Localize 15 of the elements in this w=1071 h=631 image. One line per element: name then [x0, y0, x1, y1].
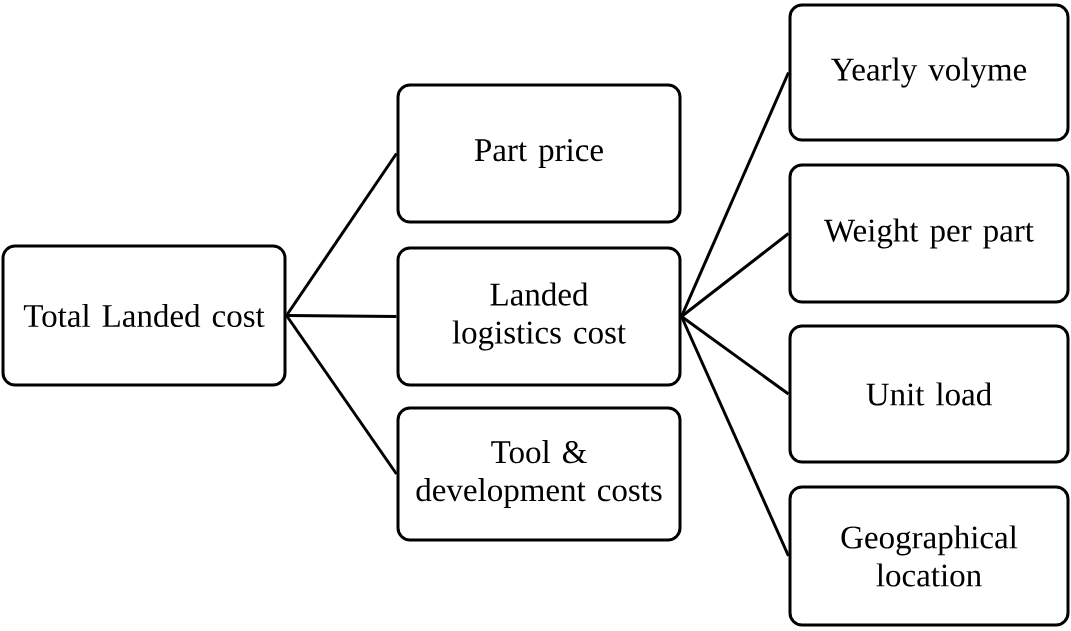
process-box: Unit load — [788, 324, 1070, 464]
connector-line — [286, 314, 397, 318]
connector-line — [285, 152, 398, 317]
process-box: Landed logistics cost — [396, 246, 682, 387]
process-box: Part price — [396, 83, 682, 224]
process-box: Tool & development costs — [396, 406, 682, 542]
connector-line — [680, 315, 790, 396]
connector-line — [680, 315, 790, 557]
process-box: Total Landed cost — [1, 244, 287, 387]
process-box: Geographical location — [788, 485, 1070, 627]
process-box: Weight per part — [788, 163, 1070, 304]
connector-line — [680, 71, 790, 318]
process-box: Yearly volyme — [788, 3, 1070, 142]
connector-line — [285, 314, 398, 475]
connector-line — [680, 232, 790, 318]
